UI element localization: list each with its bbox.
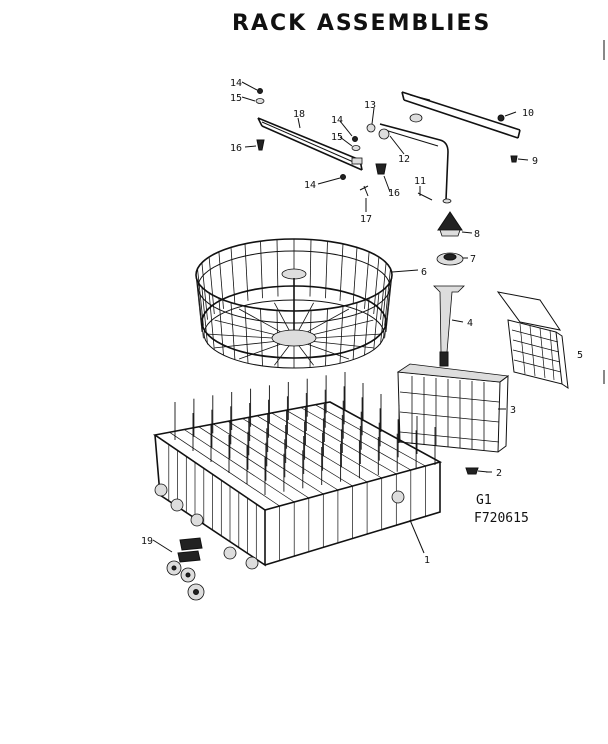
rack-track-left	[257, 117, 363, 171]
silverware-basket-5	[496, 291, 569, 390]
callout-14-b: 14	[331, 115, 343, 126]
leader-lines	[152, 81, 529, 554]
drawing-code-line1: G1	[476, 493, 492, 508]
hardware-14-15-16-left	[255, 88, 387, 197]
callout-14-c: 14	[304, 180, 316, 191]
callout-10: 10	[522, 108, 534, 119]
callout-3: 3	[510, 405, 516, 416]
callout-6: 6	[421, 267, 427, 278]
callout-15-a: 15	[230, 93, 242, 104]
callout-19: 19	[141, 536, 153, 547]
callout-2: 2	[496, 468, 502, 479]
callout-16-a: 16	[230, 143, 242, 154]
basket-3	[396, 363, 510, 453]
callout-18: 18	[293, 109, 305, 120]
rack-track-right	[401, 91, 521, 163]
callout-11: 11	[414, 176, 426, 187]
nozzle-base-7	[436, 252, 464, 266]
drawing-code-line2: F720615	[474, 511, 529, 526]
callout-1: 1	[424, 555, 430, 566]
callout-17: 17	[360, 214, 372, 225]
diagram-title: RACK ASSEMBLIES	[232, 11, 491, 36]
rack-wheels	[154, 483, 405, 570]
callout-numbers: 14 15 16 18 14 15 14 16 17 13 12 11 10 9…	[141, 78, 583, 566]
lower-rack-1	[152, 372, 443, 567]
callout-8: 8	[474, 229, 480, 240]
callout-9: 9	[532, 156, 538, 167]
callout-12: 12	[398, 154, 410, 165]
clip-2	[465, 467, 489, 475]
upper-round-rack-6	[195, 238, 393, 369]
callout-15-b: 15	[331, 132, 343, 143]
callout-7: 7	[470, 254, 476, 265]
roller-assembly-19	[166, 537, 205, 601]
spray-tower-4	[433, 285, 465, 367]
nozzle-8	[437, 211, 463, 237]
callout-4: 4	[467, 318, 473, 329]
callout-5: 5	[577, 350, 583, 361]
callout-14-a: 14	[230, 78, 242, 89]
callout-13: 13	[364, 100, 376, 111]
callout-16-b: 16	[388, 188, 400, 199]
